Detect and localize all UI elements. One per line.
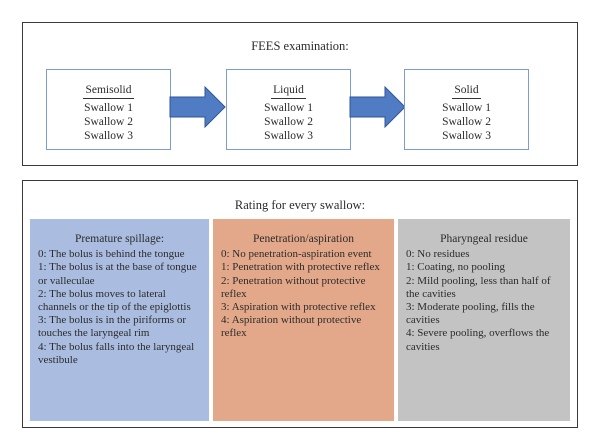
swallow-item: Swallow 3: [442, 130, 491, 142]
rating-item: 4: Aspiration without protective reflex: [221, 314, 362, 340]
swallow-item: Swallow 2: [264, 116, 313, 128]
pharyngeal-residue-column: Pharyngeal residue 0: No residues 1: Coa…: [398, 219, 570, 421]
right-arrow-icon: [349, 86, 406, 128]
premature-spillage-column: Premature spillage: 0: The bolus is behi…: [30, 219, 209, 421]
rating-item: 2: Penetration without protective reflex: [221, 274, 366, 300]
stage-name: Semisolid: [83, 83, 134, 99]
rating-item: 0: The bolus is behind the tongue: [38, 248, 185, 261]
rating-item: 3: The bolus is in the piriforms or touc…: [38, 314, 186, 340]
stage-semisolid: Semisolid Swallow 1 Swallow 2 Swallow 3: [46, 69, 171, 150]
rating-item: 1: Penetration with protective reflex: [221, 261, 380, 274]
stage-name: Solid: [452, 83, 481, 99]
rating-item: 0: No residues: [406, 248, 470, 261]
swallow-item: Swallow 3: [84, 130, 133, 142]
fees-panel: FEES examination: Semisolid Swallow 1 Sw…: [22, 22, 578, 166]
column-heading: Penetration/aspiration: [253, 233, 354, 245]
swallow-list: Swallow 1 Swallow 2 Swallow 3: [227, 101, 350, 143]
fees-title: FEES examination:: [251, 39, 349, 53]
rating-title: Rating for every swallow:: [234, 198, 366, 212]
swallow-item: Swallow 2: [84, 116, 133, 128]
stage-solid: Solid Swallow 1 Swallow 2 Swallow 3: [404, 69, 529, 150]
rating-item: 0: No penetration-aspiration event: [221, 248, 372, 261]
penetration-aspiration-column: Penetration/aspiration 0: No penetration…: [213, 219, 394, 421]
swallow-list: Swallow 1 Swallow 2 Swallow 3: [405, 101, 528, 143]
swallow-item: Swallow 1: [264, 102, 313, 114]
column-heading: Premature spillage:: [74, 233, 165, 245]
rating-item: 2: The bolus moves to lateral channels o…: [38, 287, 191, 314]
column-heading: Pharyngeal residue: [440, 233, 528, 245]
rating-item: 4: The bolus falls into the laryngeal ve…: [38, 340, 195, 366]
rating-item: 2: Mild pooling, less than half of the c…: [406, 274, 551, 300]
right-arrow-icon: [169, 86, 226, 128]
rating-item: 1: Coating, no pooling: [406, 261, 505, 274]
swallow-item: Swallow 2: [442, 116, 491, 128]
swallow-list: Swallow 1 Swallow 2 Swallow 3: [47, 101, 170, 143]
rating-panel: Rating for every swallow: Premature spil…: [22, 180, 578, 428]
rating-item: 1: The bolus is at the base of tongue or…: [38, 261, 197, 287]
swallow-item: Swallow 3: [264, 130, 313, 142]
stage-name: Liquid: [271, 83, 306, 99]
rating-item: 3: Aspiration with protective reflex: [221, 301, 376, 314]
rating-item: 4: Severe pooling, overflows the cavitie…: [406, 327, 550, 353]
swallow-item: Swallow 1: [442, 102, 491, 114]
rating-item: 3: Moderate pooling, fills the cavities: [406, 301, 535, 327]
swallow-item: Swallow 1: [84, 102, 133, 114]
stage-liquid: Liquid Swallow 1 Swallow 2 Swallow 3: [226, 69, 351, 150]
